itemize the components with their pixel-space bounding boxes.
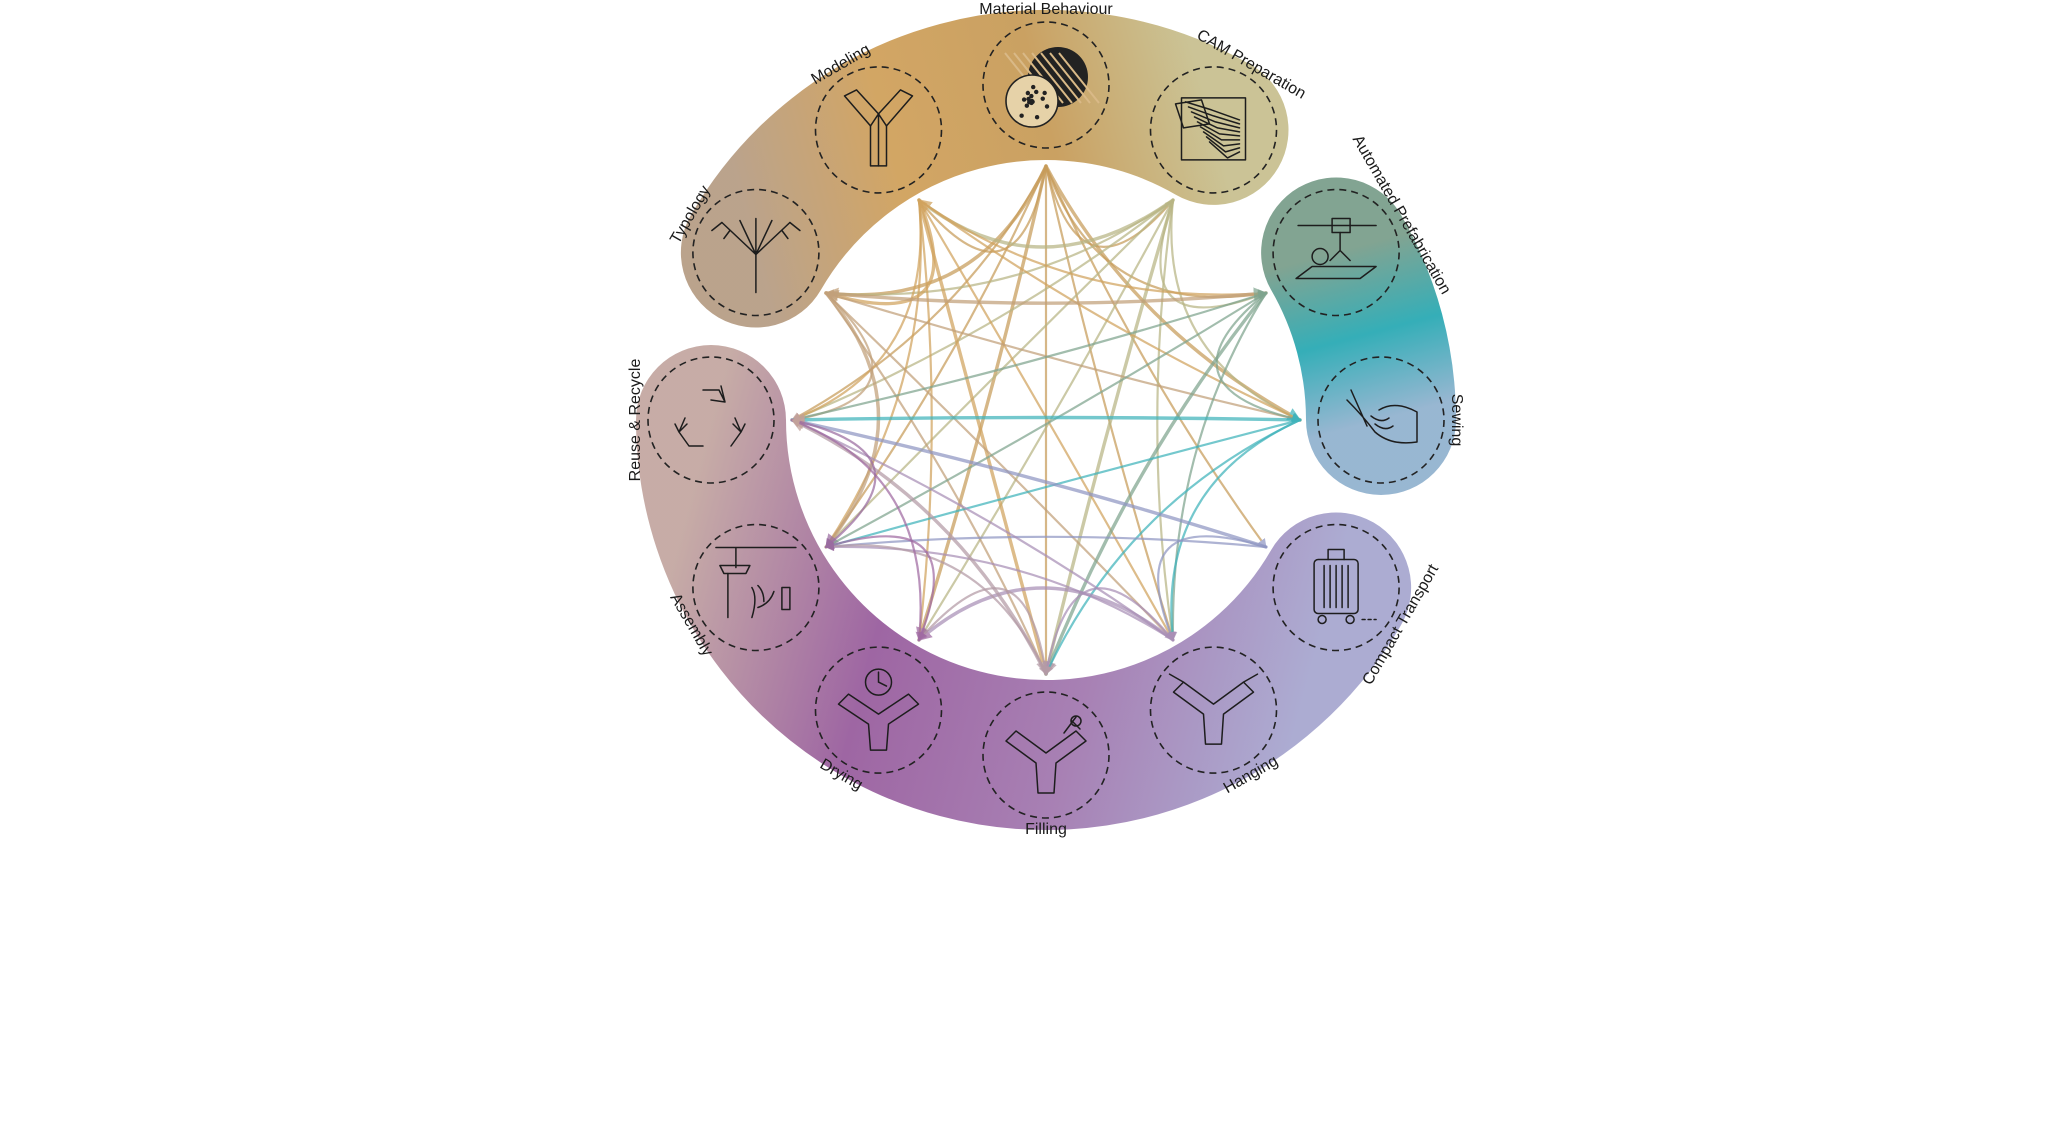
link-automated-prefabrication-to-assembly — [824, 291, 1268, 549]
label-material-behaviour: Material Behaviour — [979, 1, 1113, 18]
node-ring — [1272, 188, 1400, 317]
link-hanging-to-reuse-recycle — [790, 418, 1175, 642]
link-sewing-to-filling — [1044, 418, 1302, 676]
group-band-construction — [636, 345, 1412, 830]
node-ring — [647, 356, 775, 484]
suitcase-icon — [1313, 548, 1377, 625]
link-drying-to-assembly — [824, 535, 935, 642]
link-drying-to-reuse-recycle — [790, 418, 922, 642]
link-typology-to-automated-prefabrication — [824, 287, 1268, 305]
node-ring — [1149, 66, 1278, 194]
assembly-crane-icon — [715, 546, 797, 619]
link-compact-transport-to-hanging — [1157, 535, 1268, 642]
node-automated-prefabrication[interactable] — [1272, 188, 1400, 317]
link-material-behaviour-to-reuse-recycle — [790, 164, 1048, 422]
node-ring — [982, 21, 1110, 149]
link-automated-prefabrication-to-sewing — [1215, 291, 1302, 423]
label-filling: Filling — [1025, 821, 1067, 838]
node-filling[interactable] — [982, 691, 1110, 819]
node-ring — [814, 66, 943, 194]
node-ring — [1272, 523, 1400, 652]
node-typology[interactable] — [692, 188, 820, 317]
link-automated-prefabrication-to-reuse-recycle — [790, 291, 1268, 423]
link-modeling-to-automated-prefabrication — [917, 198, 1268, 298]
link-modeling-to-sewing — [917, 198, 1302, 422]
node-sewing[interactable] — [1317, 356, 1445, 484]
node-ring — [814, 646, 943, 774]
robot-arm-icon — [1295, 217, 1377, 280]
node-reuse-recycle[interactable] — [647, 356, 775, 484]
node-compact-transport[interactable] — [1272, 523, 1400, 652]
node-ring — [692, 188, 820, 317]
node-material-behaviour[interactable] — [982, 21, 1110, 149]
y-node-timer-icon — [837, 668, 920, 751]
process-nodes — [647, 21, 1445, 819]
group-bands — [636, 10, 1456, 830]
y-node-filling-icon — [1005, 715, 1087, 794]
node-modeling[interactable] — [814, 66, 943, 194]
link-sewing-to-reuse-recycle — [790, 412, 1302, 427]
label-sewing: Sewing — [1448, 394, 1465, 446]
link-filling-to-drying — [917, 587, 1048, 676]
node-drying[interactable] — [814, 646, 943, 774]
link-hanging-to-assembly — [824, 542, 1175, 642]
link-automated-prefabrication-to-hanging — [1168, 291, 1268, 642]
material-texture-icon — [1004, 47, 1100, 128]
group-band-design — [680, 10, 1289, 328]
cam-toolpath-icon — [1174, 97, 1247, 161]
link-modeling-to-drying — [915, 198, 933, 642]
y-joint-model-icon — [843, 89, 914, 167]
link-typology-to-sewing — [824, 291, 1302, 423]
hand-needle-icon — [1346, 389, 1418, 444]
link-cam-preparation-to-filling — [1042, 198, 1175, 676]
link-material-behaviour-to-drying — [916, 164, 1048, 642]
link-material-behaviour-to-assembly — [824, 164, 1048, 549]
node-cam-preparation[interactable] — [1149, 66, 1278, 194]
link-material-behaviour-to-hanging — [1044, 164, 1175, 642]
link-cam-preparation-to-assembly — [824, 198, 1175, 549]
group-band-fabrication — [1261, 177, 1456, 495]
y-node-hanging-icon — [1168, 673, 1259, 745]
node-ring — [692, 523, 820, 652]
branching-tree-icon — [711, 217, 801, 294]
node-ring — [1149, 646, 1278, 774]
link-modeling-to-typology — [824, 198, 936, 306]
link-compact-transport-to-reuse-recycle — [790, 415, 1268, 549]
link-hanging-to-filling — [1043, 587, 1175, 676]
link-modeling-to-filling — [917, 198, 1050, 676]
link-compact-transport-to-assembly — [824, 535, 1268, 551]
link-assembly-to-reuse-recycle — [790, 417, 877, 549]
label-reuse-recycle: Reuse & Recycle — [627, 359, 644, 482]
link-cam-preparation-to-automated-prefabrication — [1159, 198, 1268, 309]
node-hanging[interactable] — [1149, 646, 1278, 774]
link-sewing-to-assembly — [824, 418, 1302, 550]
link-modeling-to-reuse-recycle — [790, 198, 922, 422]
link-automated-prefabrication-to-filling — [1044, 291, 1268, 676]
link-cam-preparation-to-sewing — [1170, 198, 1302, 422]
link-typology-to-hanging — [824, 291, 1175, 642]
node-ring — [1317, 356, 1445, 484]
node-assembly[interactable] — [692, 523, 820, 652]
connection-links — [790, 164, 1302, 676]
recycle-icon — [674, 385, 746, 447]
link-cam-preparation-to-hanging — [1156, 198, 1177, 642]
link-filling-to-reuse-recycle — [790, 418, 1048, 676]
link-cam-preparation-to-reuse-recycle — [790, 198, 1175, 422]
link-material-behaviour-to-sewing — [1044, 164, 1302, 422]
node-ring — [982, 691, 1110, 819]
